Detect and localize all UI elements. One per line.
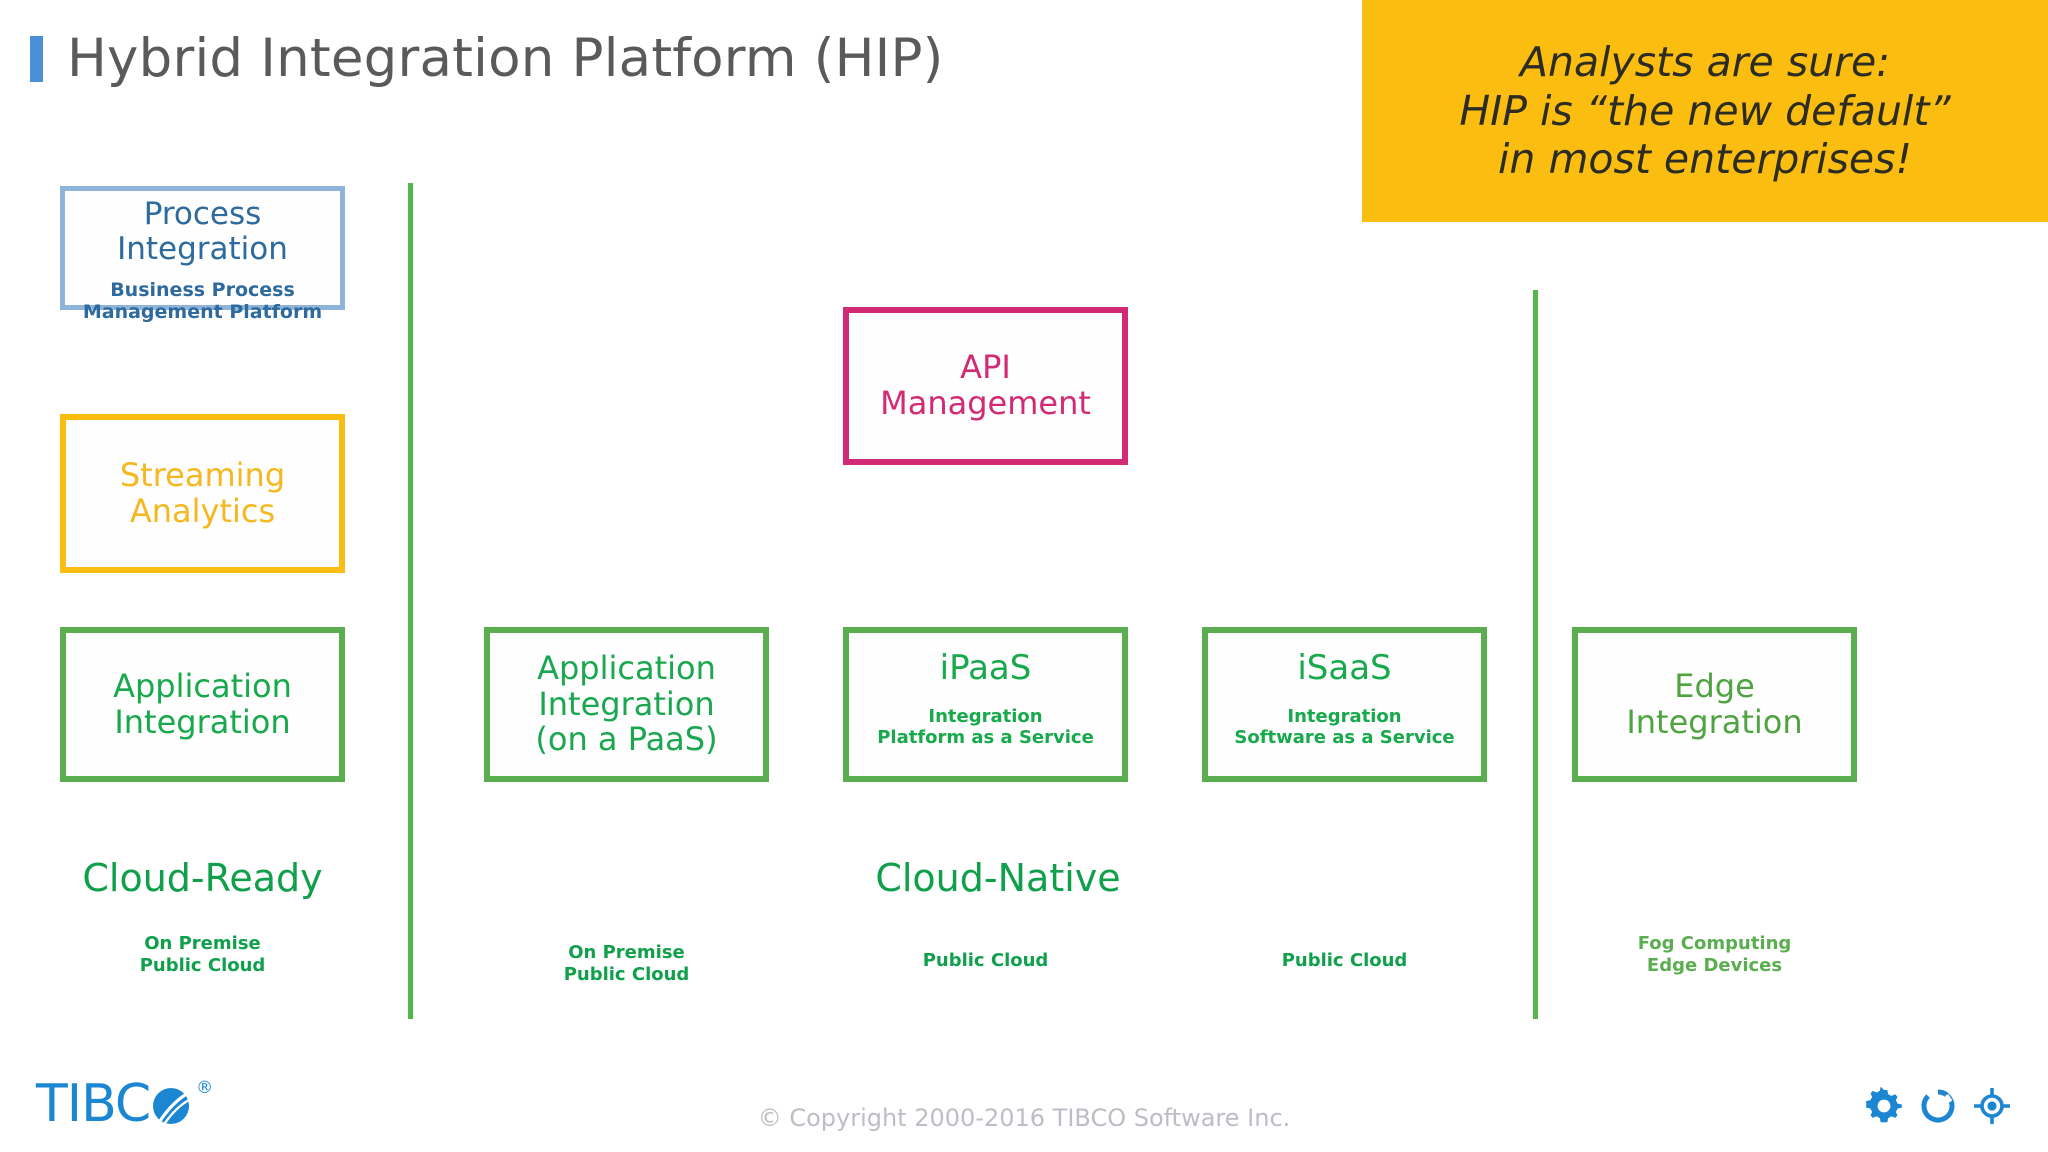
category-label-cloud-native: Cloud-Native <box>875 856 1121 900</box>
card-api-management-title: API Management <box>880 348 1091 422</box>
card-edge-integration[interactable]: Edge Integration <box>1572 627 1857 782</box>
card-application-integration[interactable]: Application Integration <box>60 627 345 782</box>
card-edge-integration-title: Edge Integration <box>1626 666 1803 741</box>
card-streaming-analytics[interactable]: Streaming Analytics <box>60 414 345 573</box>
category-label-cloud-ready: Cloud-Ready <box>82 856 323 900</box>
card-api-management[interactable]: API Management <box>843 307 1128 465</box>
deployment-note-column-4: Public Cloud <box>1281 950 1408 971</box>
deployment-note-column-2: On Premise Public Cloud <box>563 942 690 985</box>
tibco-wordmark: TIBC <box>36 1074 151 1134</box>
title-accent-bar <box>30 35 43 82</box>
crosshair-target-icon[interactable] <box>1972 1086 2012 1126</box>
deployment-note-column-1: On Premise Public Cloud <box>139 933 266 976</box>
card-application-integration-paas[interactable]: Application Integration (on a PaaS) <box>484 627 769 782</box>
card-process-integration[interactable]: Process Integration Business Process Man… <box>60 186 345 323</box>
card-isaas-title: iSaaS <box>1297 648 1392 688</box>
copyright-text: © Copyright 2000-2016 TIBCO Software Inc… <box>757 1104 1291 1132</box>
deployment-note-column-3: Public Cloud <box>922 950 1049 971</box>
page-title: Hybrid Integration Platform (HIP) <box>67 28 944 89</box>
footer-icon-group <box>1864 1086 2012 1126</box>
card-ipaas[interactable]: iPaaS Integration Platform as a Service <box>843 627 1128 782</box>
tibco-logo: TIBC ® <box>36 1078 213 1130</box>
callout-line-1: Analysts are sure: <box>1519 38 1891 87</box>
gear-icon[interactable] <box>1864 1086 1904 1126</box>
page-title-bar: Hybrid Integration Platform (HIP) <box>30 28 944 89</box>
card-application-integration-title: Application Integration <box>113 666 292 741</box>
card-isaas-subtitle: Integration Software as a Service <box>1234 706 1455 748</box>
card-isaas[interactable]: iSaaS Integration Software as a Service <box>1202 627 1487 782</box>
callout-line-3: in most enterprises! <box>1498 135 1912 184</box>
deployment-note-column-5: Fog Computing Edge Devices <box>1637 933 1792 976</box>
card-ipaas-title: iPaaS <box>939 648 1032 688</box>
card-application-integration-paas-title: Application Integration (on a PaaS) <box>535 648 718 759</box>
callout-line-2: HIP is “the new default” <box>1459 86 1951 135</box>
divider-line-right <box>1533 290 1538 1019</box>
refresh-ring-icon[interactable] <box>1918 1086 1958 1126</box>
card-ipaas-subtitle: Integration Platform as a Service <box>877 706 1094 748</box>
registered-trademark-mark: ® <box>196 1078 214 1098</box>
card-process-integration-subtitle: Business Process Management Platform <box>82 279 323 324</box>
divider-line-left <box>408 183 413 1019</box>
tibco-globe-icon <box>148 1081 194 1127</box>
card-streaming-analytics-title: Streaming Analytics <box>119 455 286 530</box>
card-process-integration-title: Process Integration <box>117 196 288 267</box>
analyst-callout-banner: Analysts are sure: HIP is “the new defau… <box>1362 0 2048 222</box>
